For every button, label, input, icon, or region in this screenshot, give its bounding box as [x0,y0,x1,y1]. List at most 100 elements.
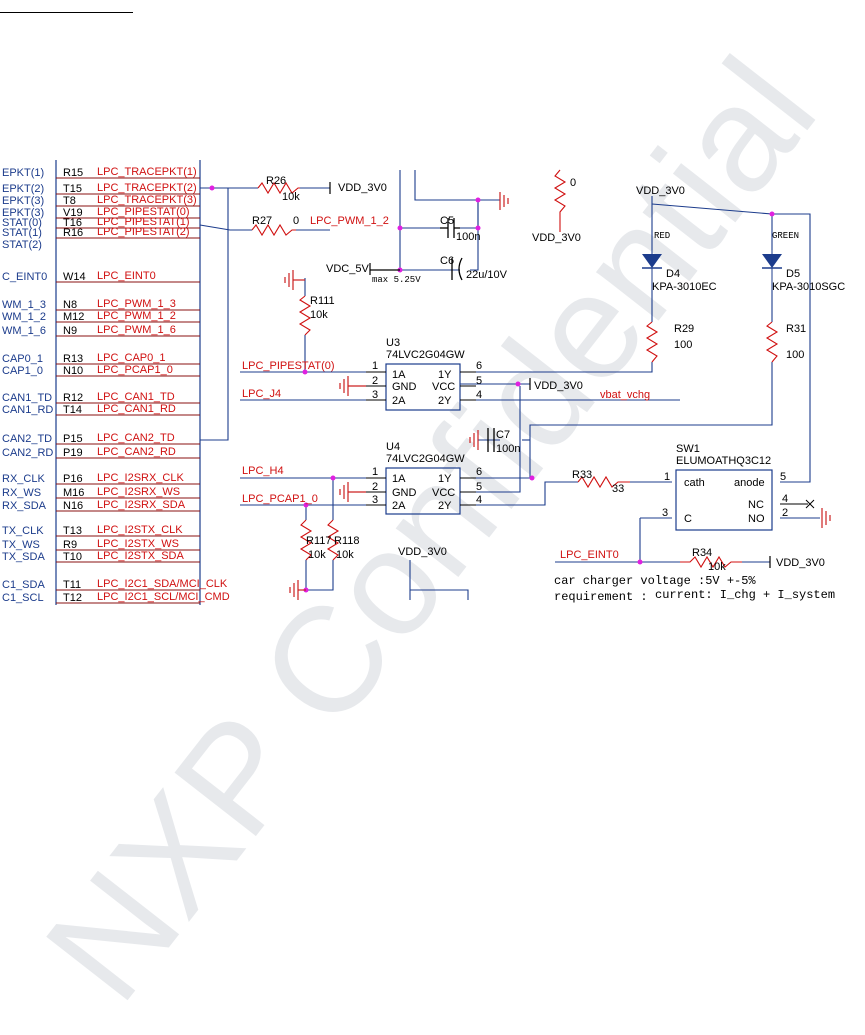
u4-1y: 1Y [438,473,452,485]
connector-net-label: LPC_I2C1_SDA/MCI_CLK [97,578,228,590]
connector-net-label: LPC_CAN2_RD [97,446,176,458]
connector-signal-label: CAN1_RD [2,404,53,416]
connector-signal-label: CAP1_0 [2,365,43,377]
connector-pin-number: T16 [63,217,82,229]
r27-body [251,223,296,237]
connector-net-label: LPC_EINT0 [97,270,156,282]
connector-pin-number: T12 [63,592,82,604]
connector-net-label: LPC_PIPESTAT(1) [97,216,190,228]
connector-signal-label: STAT(2) [2,239,42,251]
r117-value: 10k [308,549,326,561]
connector-pin-number: N8 [63,299,77,311]
r34-ref: R34 [692,547,712,559]
vdd-net-2: VDD_3V0 [532,232,581,244]
header-rule [0,12,133,13]
connector-net-label: LPC_I2SRX_WS [97,486,180,498]
r33-value: 33 [612,483,624,495]
connector-net-label: LPC_TRACEPKT(3) [97,194,197,206]
led-d5 [762,250,782,290]
connector-pin-number: P16 [63,473,83,485]
u3-2a: 2A [392,395,406,407]
connector-net-label: LPC_CAN1_TD [97,391,175,403]
connector-net-label: LPC_PWM_1_3 [97,298,176,310]
connector-pin-number: R12 [63,392,83,404]
u3-part: 74LVC2G04GW [386,349,465,361]
r26-ref: R26 [266,175,286,187]
r34-value: 10k [708,561,726,573]
connector-pin-number: R9 [63,539,77,551]
connector-net-label: LPC_TRACEPKT(2) [97,182,197,194]
connector-signal-label: C_EINT0 [2,271,47,283]
u3-p6: 6 [476,360,482,372]
connector-signal-label: EPKT(1) [2,167,44,179]
u3-vcc: VCC [432,381,455,393]
u3-p4: 4 [476,389,482,401]
sw1-ref: SW1 [676,443,700,455]
connector-net-label: LPC_PCAP1_0 [97,364,173,376]
pcap-net: LPC_PCAP1_0 [242,493,318,505]
c7-ref: C7 [496,429,510,441]
connector-pin-number: M16 [63,487,84,499]
connector-signal-label: CAN2_RD [2,447,53,459]
r27-ref: R27 [252,215,272,227]
connector-pin-number: R15 [63,167,83,179]
u3-p1: 1 [372,360,378,372]
sw1-c: C [684,513,692,525]
connector-net-label: LPC_PWM_1_2 [97,310,176,322]
connector-net-label: LPC_CAP0_1 [97,352,166,364]
u4-p3: 3 [372,494,378,506]
u4-2a: 2A [392,500,406,512]
u3-1y: 1Y [438,369,452,381]
u3-body [366,363,476,411]
r27-value: 0 [293,215,299,227]
note-line-1: car charger voltage :5V +-5% [554,574,756,588]
connector-pin-number: R16 [63,227,83,239]
u4-gnd: GND [392,487,417,499]
connector-pin-number: V19 [63,207,83,219]
c6-note: max 5.25V [372,275,421,285]
u4-p4: 4 [476,494,482,506]
connector-pin-number: T14 [63,404,82,416]
connector-signal-label: CAP0_1 [2,353,43,365]
sw1-p3: 3 [662,507,668,519]
vdd-stubs [329,182,771,568]
pipestat0-net: LPC_PIPESTAT(0) [242,360,335,372]
note-line-2a: requirement : [554,590,648,604]
connector-pin-number: T11 [63,579,81,591]
connector-signal-label: TX_WS [2,539,40,551]
u3-gnd: GND [392,381,417,393]
r29-value: 100 [674,339,692,351]
ground-symbol-4 [469,430,479,450]
c7-value: 100n [496,443,520,455]
connector-signal-label: STAT(0) [2,217,42,229]
connector-pin-number: P19 [63,447,83,459]
vdd-net-4: VDD_3V0 [398,546,447,558]
ground-symbol-6 [289,580,306,600]
c5-ref: C5 [440,215,454,227]
r111-value: 10k [310,309,328,321]
pwm-net-label: LPC_PWM_1_2 [310,215,389,227]
r111-ref: R111 [310,295,335,307]
u3-p5: 5 [476,375,482,387]
u4-vcc: VCC [432,487,455,499]
connector-signal-label: RX_SDA [2,500,47,512]
sw1-nc: NC [748,499,764,511]
u4-p6: 6 [476,466,482,478]
connector-net-label: LPC_I2STX_CLK [97,524,183,536]
connector-net-label: LPC_I2STX_SDA [97,550,184,562]
connector-net-label: LPC_I2SRX_SDA [97,499,186,511]
connector-signal-label: EPKT(3) [2,207,44,219]
vdd-net-6: VDD_3V0 [776,557,825,569]
u4-p5: 5 [476,481,482,493]
connector-pin-number: T10 [63,551,82,563]
connector-net-label: LPC_PIPESTAT(0) [97,206,190,218]
d5-color: GREEN [772,231,799,241]
connector-net-label: LPC_CAN1_RD [97,403,176,415]
connector-signal-label: TX_SDA [2,551,45,563]
connector-pin-number: N10 [63,365,83,377]
ground-symbol-3 [339,376,366,396]
u4-body [366,467,476,515]
sw1-part: ELUMOATHQ3C12 [676,455,771,467]
connector-signal-label: CAN1_TD [2,392,52,404]
u3-p3: 3 [372,389,378,401]
